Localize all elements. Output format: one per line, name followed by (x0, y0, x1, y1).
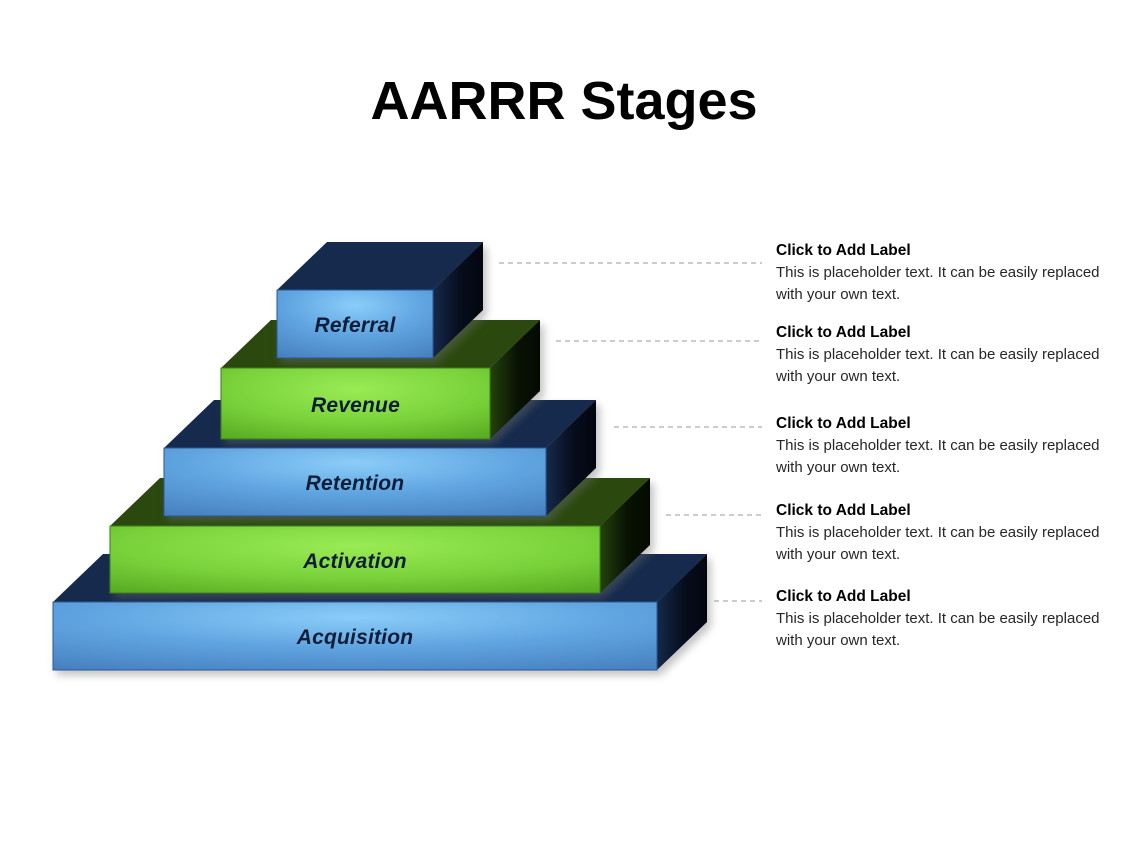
layer-front-face-acquisition (52, 601, 658, 671)
layer-label-acquisition: Acquisition (296, 626, 414, 649)
callout-body: This is placeholder text. It can be easi… (776, 524, 1100, 563)
layer-side-face-retention (546, 400, 596, 516)
callout-body: This is placeholder text. It can be easi… (776, 264, 1100, 303)
callout-heading: Click to Add Label (776, 242, 911, 259)
layer-label-referral: Referral (314, 314, 396, 337)
callout-body: This is placeholder text. It can be easi… (776, 437, 1100, 476)
layer-label-revenue: Revenue (311, 393, 400, 417)
layer-top-face-referral (277, 242, 483, 290)
pyramid-layer-referral (276, 242, 483, 359)
layer-side-face-acquisition (657, 554, 707, 670)
callout-heading: Click to Add Label (776, 324, 911, 341)
callout-heading: Click to Add Label (776, 502, 911, 519)
layer-label-activation: Activation (303, 549, 407, 573)
callout-body: This is placeholder text. It can be easi… (776, 346, 1100, 385)
callout-heading: Click to Add Label (776, 415, 911, 432)
layer-side-face-revenue (490, 320, 540, 439)
callout-heading: Click to Add Label (776, 588, 911, 605)
layer-label-retention: Retention (305, 472, 405, 495)
layer-side-face-referral (433, 242, 483, 358)
layer-side-face-activation (600, 478, 650, 593)
slide-title: AARRR Stages (370, 71, 758, 131)
layer-front-face-revenue (220, 367, 491, 440)
layer-front-face-retention (163, 447, 547, 517)
callout-body: This is placeholder text. It can be easi… (776, 610, 1100, 649)
layer-front-face-activation (109, 525, 601, 594)
layer-front-face-referral (276, 289, 434, 359)
